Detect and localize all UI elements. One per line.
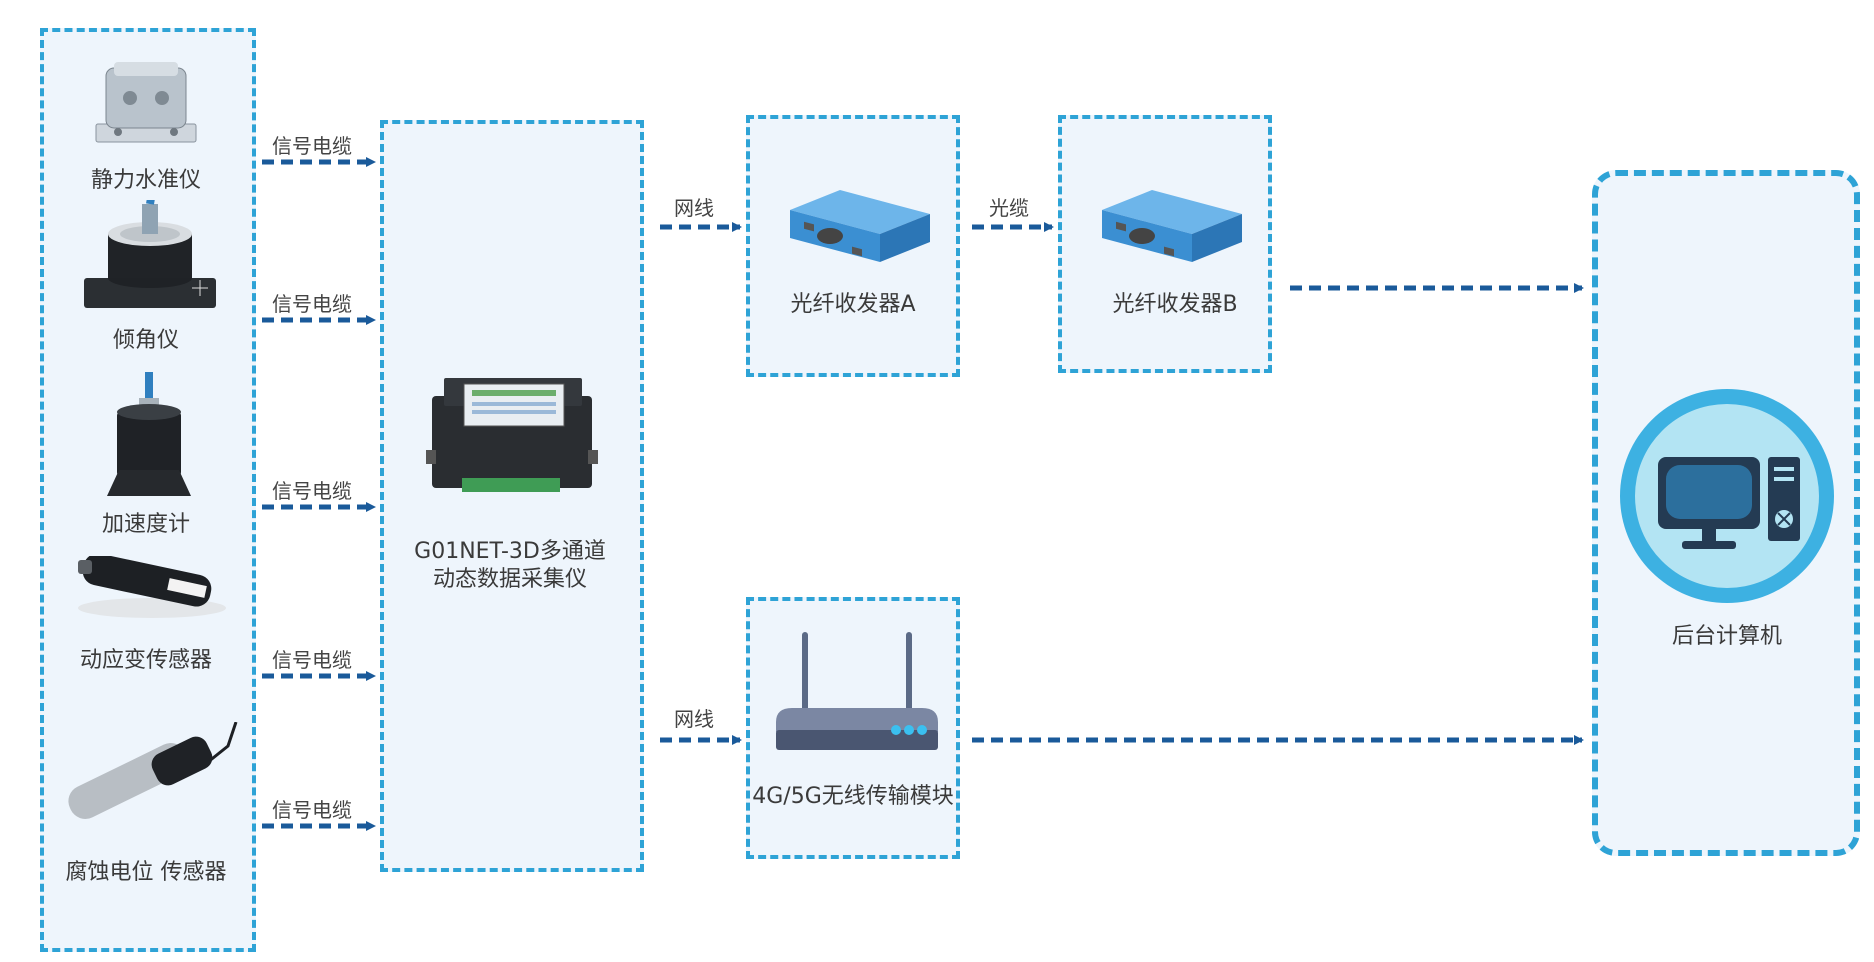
corrosion-potential-sensor-icon [60, 721, 240, 836]
inclinometer-icon [80, 179, 220, 316]
sensor-label: 腐蚀电位 传感器 [65, 860, 227, 885]
wireless-router-icon [772, 630, 942, 760]
signal-cable-label: 信号电缆 [272, 648, 352, 672]
network-cable-label: 网线 [674, 707, 714, 731]
computer-label: 后台计算机 [1671, 624, 1783, 649]
data-acquisition-device-icon [426, 376, 600, 504]
static-level-gauge-icon [90, 58, 202, 154]
fiber-transceiver-icon [1102, 188, 1242, 268]
signal-cable-label: 信号电缆 [272, 798, 352, 822]
sensor-label: 倾角仪 [112, 328, 180, 353]
accelerometer-icon [105, 370, 195, 504]
transceiver-b-label: 光纤收发器B [1112, 292, 1238, 317]
sensor-label: 动应变传感器 [79, 648, 213, 673]
signal-cable-label: 信号电缆 [272, 292, 352, 316]
collector-label-line1: G01NET-3D多通道 [414, 539, 606, 564]
desktop-computer-icon [1618, 387, 1836, 609]
collector-box [380, 120, 644, 872]
sensor-label: 静力水准仪 [90, 168, 202, 193]
fiber-transceiver-icon [790, 188, 930, 268]
transceiver-a-label: 光纤收发器A [790, 292, 916, 317]
signal-cable-label: 信号电缆 [272, 479, 352, 503]
wireless-label: 4G/5G无线传输模块 [752, 784, 954, 809]
fiber-cable-label: 光缆 [989, 196, 1029, 220]
collector-label-line2: 动态数据采集仪 [432, 567, 588, 592]
dynamic-strain-sensor-icon [68, 553, 228, 630]
signal-cable-label: 信号电缆 [272, 134, 352, 158]
sensor-label: 加速度计 [101, 512, 191, 537]
network-cable-label: 网线 [674, 196, 714, 220]
